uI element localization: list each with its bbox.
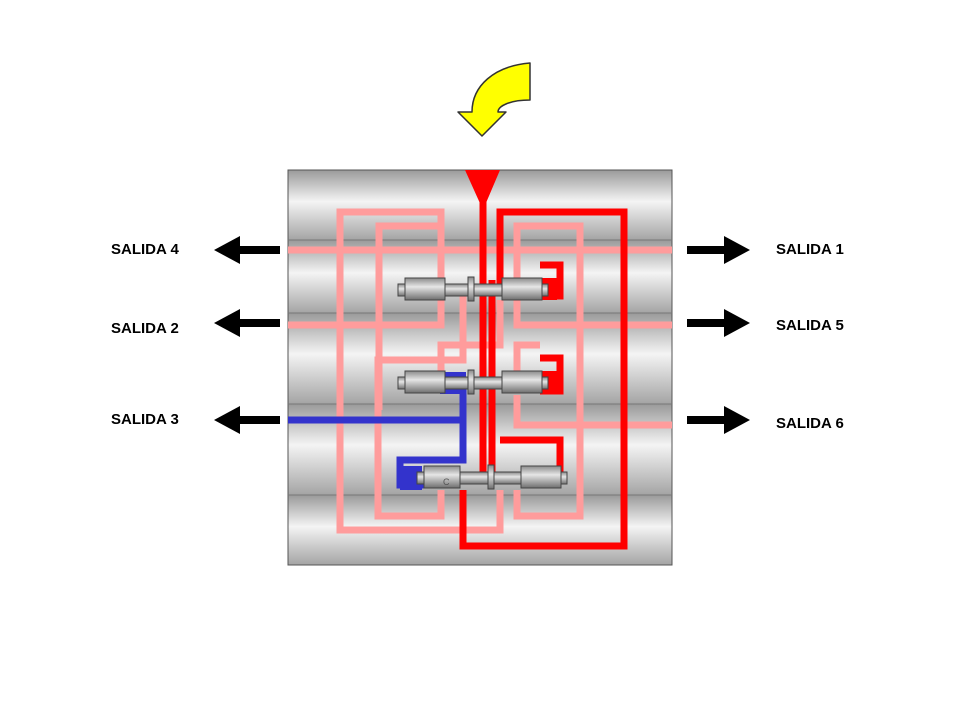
spool-1 [397,276,549,302]
arrow-icon [214,309,280,337]
arrow-icon [687,406,750,434]
arrow-icon [214,236,280,264]
arrow-icon [687,309,750,337]
curved-down-arrow-icon [457,62,531,137]
output-label-left: SALIDA 2 [111,320,179,337]
arrow-icon [214,406,280,434]
spool-3: C [416,464,568,490]
spool-marker: C [443,477,450,487]
outlet-arrows [214,236,750,434]
output-label-right: SALIDA 6 [776,415,844,432]
output-label-right: SALIDA 1 [776,241,844,258]
output-label-left: SALIDA 4 [111,241,179,258]
inactive-passages [288,208,672,534]
output-label-left: SALIDA 3 [111,411,179,428]
spool-2 [397,369,549,395]
output-label-right: SALIDA 5 [776,317,844,334]
pressure-inlet [465,170,500,210]
arrow-icon [687,236,750,264]
